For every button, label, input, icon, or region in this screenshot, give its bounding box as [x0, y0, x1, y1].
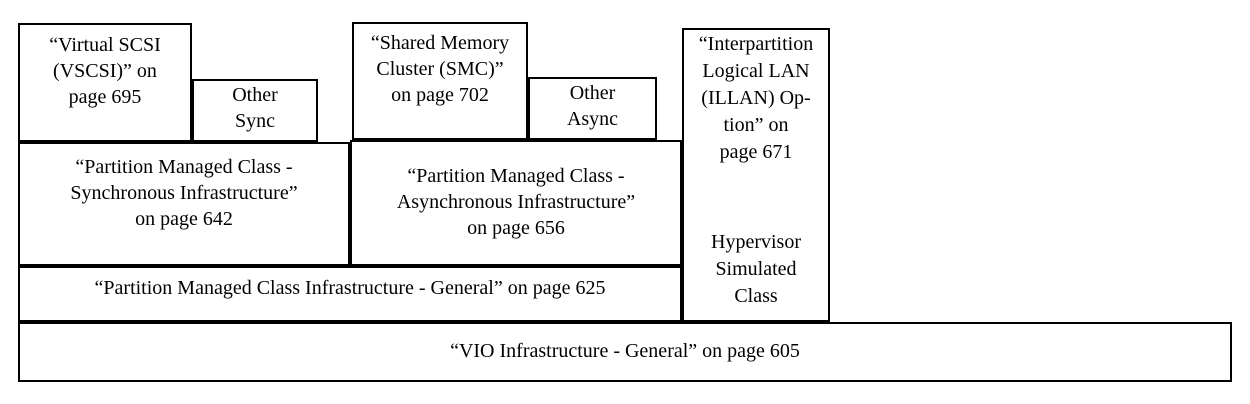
box-label-line: “VIO Infrastructure - General” on page 6… — [450, 340, 800, 362]
hypervisor-simulated-class-label: Hypervisor Simulated Class — [711, 229, 801, 310]
box-label-line: page 671 — [719, 141, 793, 163]
box-label-line: Class — [734, 285, 778, 307]
box-label-line: “Shared Memory — [370, 32, 510, 54]
box-other-sync: Other Sync — [192, 79, 318, 142]
box-label-line: Hypervisor — [711, 231, 801, 253]
box-vio-infrastructure-general: “VIO Infrastructure - General” on page 6… — [18, 322, 1232, 382]
box-shared-memory-cluster: “Shared Memory Cluster (SMC)” on page 70… — [352, 22, 528, 140]
box-label-line: Async — [566, 108, 619, 130]
box-label-line: on page 642 — [135, 208, 233, 230]
box-label-line: page 695 — [68, 86, 142, 108]
box-label-line: “Partition Managed Class - — [75, 156, 293, 178]
box-label-line: “Partition Managed Class - — [407, 165, 625, 187]
box-label-line: Simulated — [715, 258, 797, 280]
box-label-line: Synchronous Infrastructure” — [70, 182, 298, 204]
box-label-line: “Interpartition — [698, 33, 814, 55]
box-label-line: Other — [232, 84, 278, 106]
box-label-line: Other — [569, 82, 616, 104]
box-label-line: Asynchronous Infrastructure” — [396, 191, 636, 213]
box-label-line: tion” on — [723, 114, 789, 136]
box-label-line: (ILLAN) Op- — [701, 87, 811, 109]
box-virtual-scsi: “Virtual SCSI (VSCSI)” on page 695 — [18, 23, 192, 142]
box-label-line: (VSCSI)” on — [53, 60, 157, 82]
box-label-line: on page 702 — [391, 84, 489, 106]
box-partition-managed-sync-infrastructure: “Partition Managed Class - Synchronous I… — [18, 142, 350, 266]
box-other-async: Other Async — [528, 77, 657, 140]
box-label-line: Logical LAN — [702, 60, 810, 82]
box-label-line: Cluster (SMC)” — [376, 58, 504, 80]
illan-option-label: “Interpartition Logical LAN (ILLAN) Op- … — [699, 31, 813, 166]
box-partition-managed-class-general: “Partition Managed Class Infrastructure … — [18, 266, 682, 322]
box-label-line: “Partition Managed Class Infrastructure … — [94, 277, 606, 299]
box-label-line: Sync — [235, 110, 275, 132]
box-illan-hypervisor-simulated: “Interpartition Logical LAN (ILLAN) Op- … — [682, 28, 830, 322]
box-partition-managed-async-infrastructure: “Partition Managed Class - Asynchronous … — [350, 140, 682, 266]
box-label-line: on page 656 — [467, 217, 565, 239]
box-label-line: “Virtual SCSI — [49, 34, 161, 56]
